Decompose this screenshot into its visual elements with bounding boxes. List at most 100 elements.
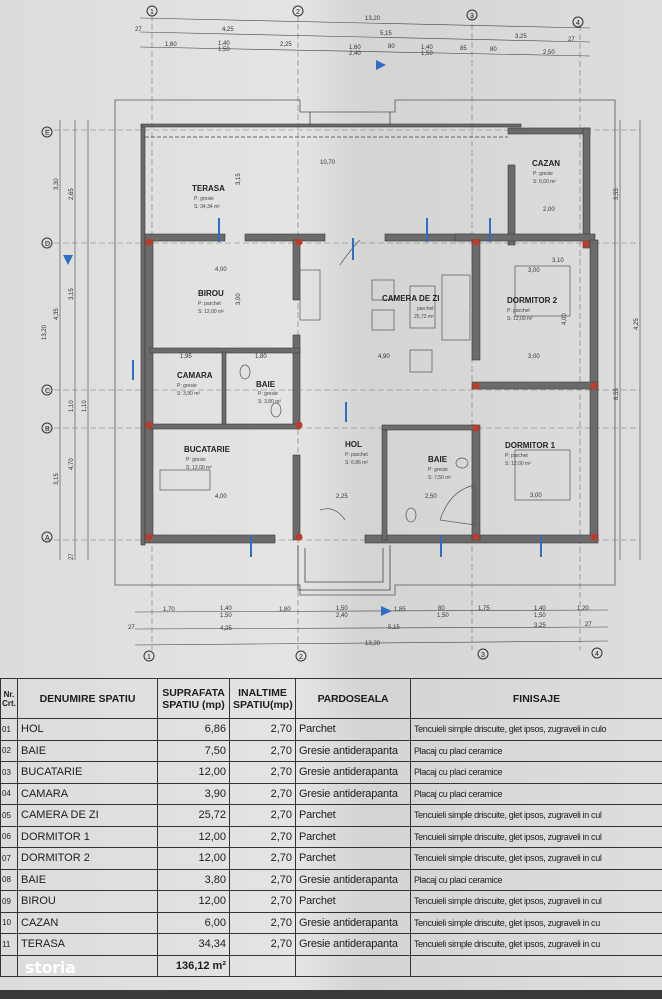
axis-grid [45,15,640,650]
cell-name: DORMITOR 2 [17,847,158,870]
svg-text:4,00: 4,00 [215,267,227,273]
cell-finish: Tencuieli simple driscuite, glet ipsos, … [410,890,662,913]
cell-height: 2,70 [229,782,296,805]
section-marker-icon [376,60,386,70]
cell-nr: 10 [0,911,18,934]
svg-text:P: parchet: P: parchet [507,308,530,314]
top-dimensions: 13,20 27 4,25 5,15 3,25 27 1,60 1,40 1,5… [135,16,575,57]
svg-text:2,50: 2,50 [543,50,555,56]
svg-text:P: gresie: P: gresie [258,391,278,397]
svg-text:4,35: 4,35 [54,308,60,320]
cell-height: 2,70 [229,739,296,762]
svg-text:3,00: 3,00 [236,293,242,305]
svg-text:S: 34,34 m²: S: 34,34 m² [194,204,220,210]
floor-plan: 1 2 3 4 1 2 3 4 E D C B A 13,20 27 4,25 … [41,5,641,662]
cell-height: 2,70 [229,825,296,848]
cell-floor: Gresie antiderapanta [295,933,411,956]
svg-text:S: 6,00 m²: S: 6,00 m² [533,179,556,185]
table-total-row: 136,12 m² [0,954,662,977]
side-dimensions: 3,30 2,65 4,35 3,15 1,10 1,10 4,70 3,15 … [42,178,640,560]
svg-text:A: A [45,535,50,542]
header-floor: PARDOSEALA [295,678,411,719]
cell-finish: Tencuieli simple driscuite, glet ipsos, … [410,804,662,827]
svg-text:27: 27 [585,622,592,628]
svg-text:S: 12,00 m²: S: 12,00 m² [505,461,531,467]
cell-height: 2,70 [229,804,296,827]
structural-columns [145,238,598,541]
svg-text:P: parchet: P: parchet [198,301,221,307]
cell-finish: Placaj cu placi ceramice [410,868,662,891]
svg-text:S: 12,00 m²: S: 12,00 m² [198,309,224,315]
svg-text:3,00: 3,00 [528,268,540,274]
storia-logo: storia [25,958,76,977]
cell-area: 12,00 [157,761,230,784]
cell-height: 2,70 [229,761,296,784]
cell-floor: Gresie antiderapanta [295,911,411,934]
svg-text:S: 3,90 m²: S: 3,90 m² [177,391,200,397]
cell-area: 3,80 [157,868,230,891]
svg-text:3,15: 3,15 [69,288,75,300]
svg-text:P: parchet: P: parchet [345,452,368,458]
cell-nr: 02 [0,739,18,762]
header-height: INALTIME SPATIU(mp) [229,678,296,719]
header-nr: Nr. Crt. [0,678,18,719]
svg-text:1,75: 1,75 [478,606,490,612]
svg-text:2,65: 2,65 [69,188,75,200]
svg-text:4,90: 4,90 [378,354,390,360]
svg-text:1: 1 [150,9,154,16]
cell-finish: Placaj cu placi ceramice [410,739,662,762]
svg-text:S: 7,50 m²: S: 7,50 m² [428,475,451,481]
cell-nr: 08 [0,868,18,891]
svg-text:1,60: 1,60 [165,42,177,48]
cell-area: 25,72 [157,804,230,827]
svg-text:1: 1 [147,654,151,661]
page-edge-shadow [0,990,662,999]
cell-name: CAZAN [17,911,158,934]
section-marker-icon [63,255,73,265]
svg-text:P: parchet: P: parchet [505,453,528,459]
svg-text:1,40: 1,40 [534,606,546,612]
axis-markers: 1 2 3 4 1 2 3 4 E D C B A [41,5,603,662]
cell-floor: Parchet [295,718,411,741]
svg-text:3,15: 3,15 [236,173,242,185]
cell-name: BAIE [17,868,158,891]
svg-text:2,25: 2,25 [280,42,292,48]
cell-floor: Parchet [295,890,411,913]
svg-text:P: gresie: P: gresie [186,457,206,463]
svg-text:2,00: 2,00 [543,207,555,213]
svg-text:27: 27 [135,27,142,33]
cell-floor: Gresie antiderapanta [295,739,411,762]
svg-text:E: E [45,130,50,137]
cell-name: BAIE [17,739,158,762]
svg-text:2,40: 2,40 [336,613,348,619]
room-schedule-table: Nr. Crt. DENUMIRE SPATIU SUPRAFATA SPATI… [0,678,662,977]
cell-name: TERASA [17,933,158,956]
cell-floor: Parchet [295,804,411,827]
svg-text:13,20: 13,20 [42,324,48,340]
svg-text:2: 2 [299,654,303,661]
svg-text:2,40: 2,40 [349,51,361,57]
walls [140,123,599,546]
svg-text:BAIE: BAIE [428,455,448,464]
site-outline [114,99,616,596]
svg-text:3: 3 [470,13,474,20]
cell-floor: Gresie antiderapanta [295,761,411,784]
cell-finish: Placaj cu placi ceramice [410,761,662,784]
cell-area: 6,86 [157,718,230,741]
cell-name: DORMITOR 1 [17,825,158,848]
svg-text:1,50: 1,50 [534,613,546,619]
svg-text:1,60: 1,60 [349,45,361,51]
cell-nr: 11 [0,933,18,956]
svg-text:HOL: HOL [345,440,362,449]
svg-text:4: 4 [595,651,599,658]
svg-text:1,50: 1,50 [437,613,449,619]
